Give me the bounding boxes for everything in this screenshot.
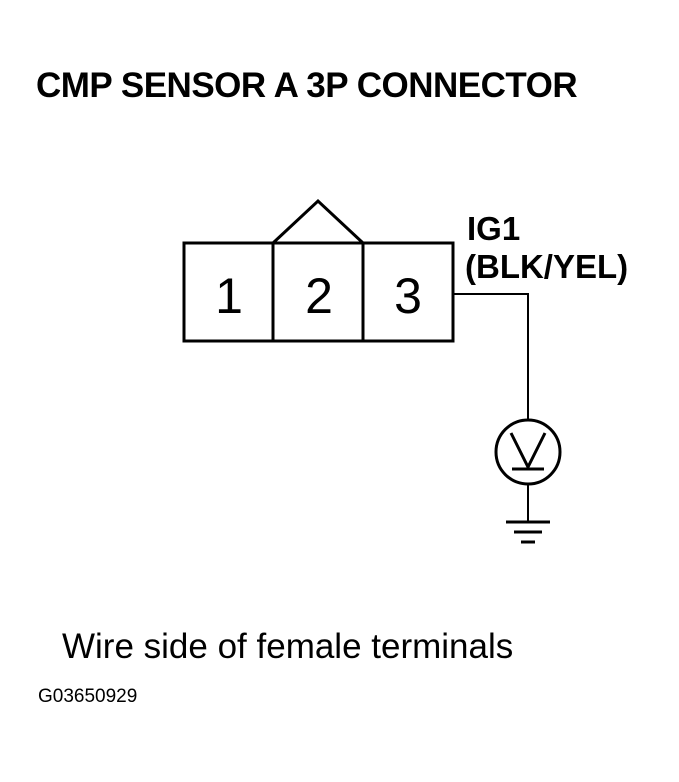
connector-body bbox=[182, 241, 455, 343]
diagram-title: CMP SENSOR A 3P CONNECTOR bbox=[36, 66, 578, 105]
diagram-caption: Wire side of female terminals bbox=[62, 627, 514, 666]
probe-wire bbox=[453, 293, 529, 421]
wire-circuit-label: IG1 bbox=[467, 210, 521, 247]
pin-3-label: 3 bbox=[394, 268, 422, 324]
voltmeter-icon bbox=[494, 418, 562, 486]
figure-code: G03650929 bbox=[38, 686, 138, 707]
wire-color-label: (BLK/YEL) bbox=[465, 248, 629, 285]
connector-lock-tab bbox=[271, 198, 365, 245]
pin-1-label: 1 bbox=[215, 268, 243, 324]
pin-2-label: 2 bbox=[305, 268, 333, 324]
ground-icon bbox=[506, 520, 550, 544]
